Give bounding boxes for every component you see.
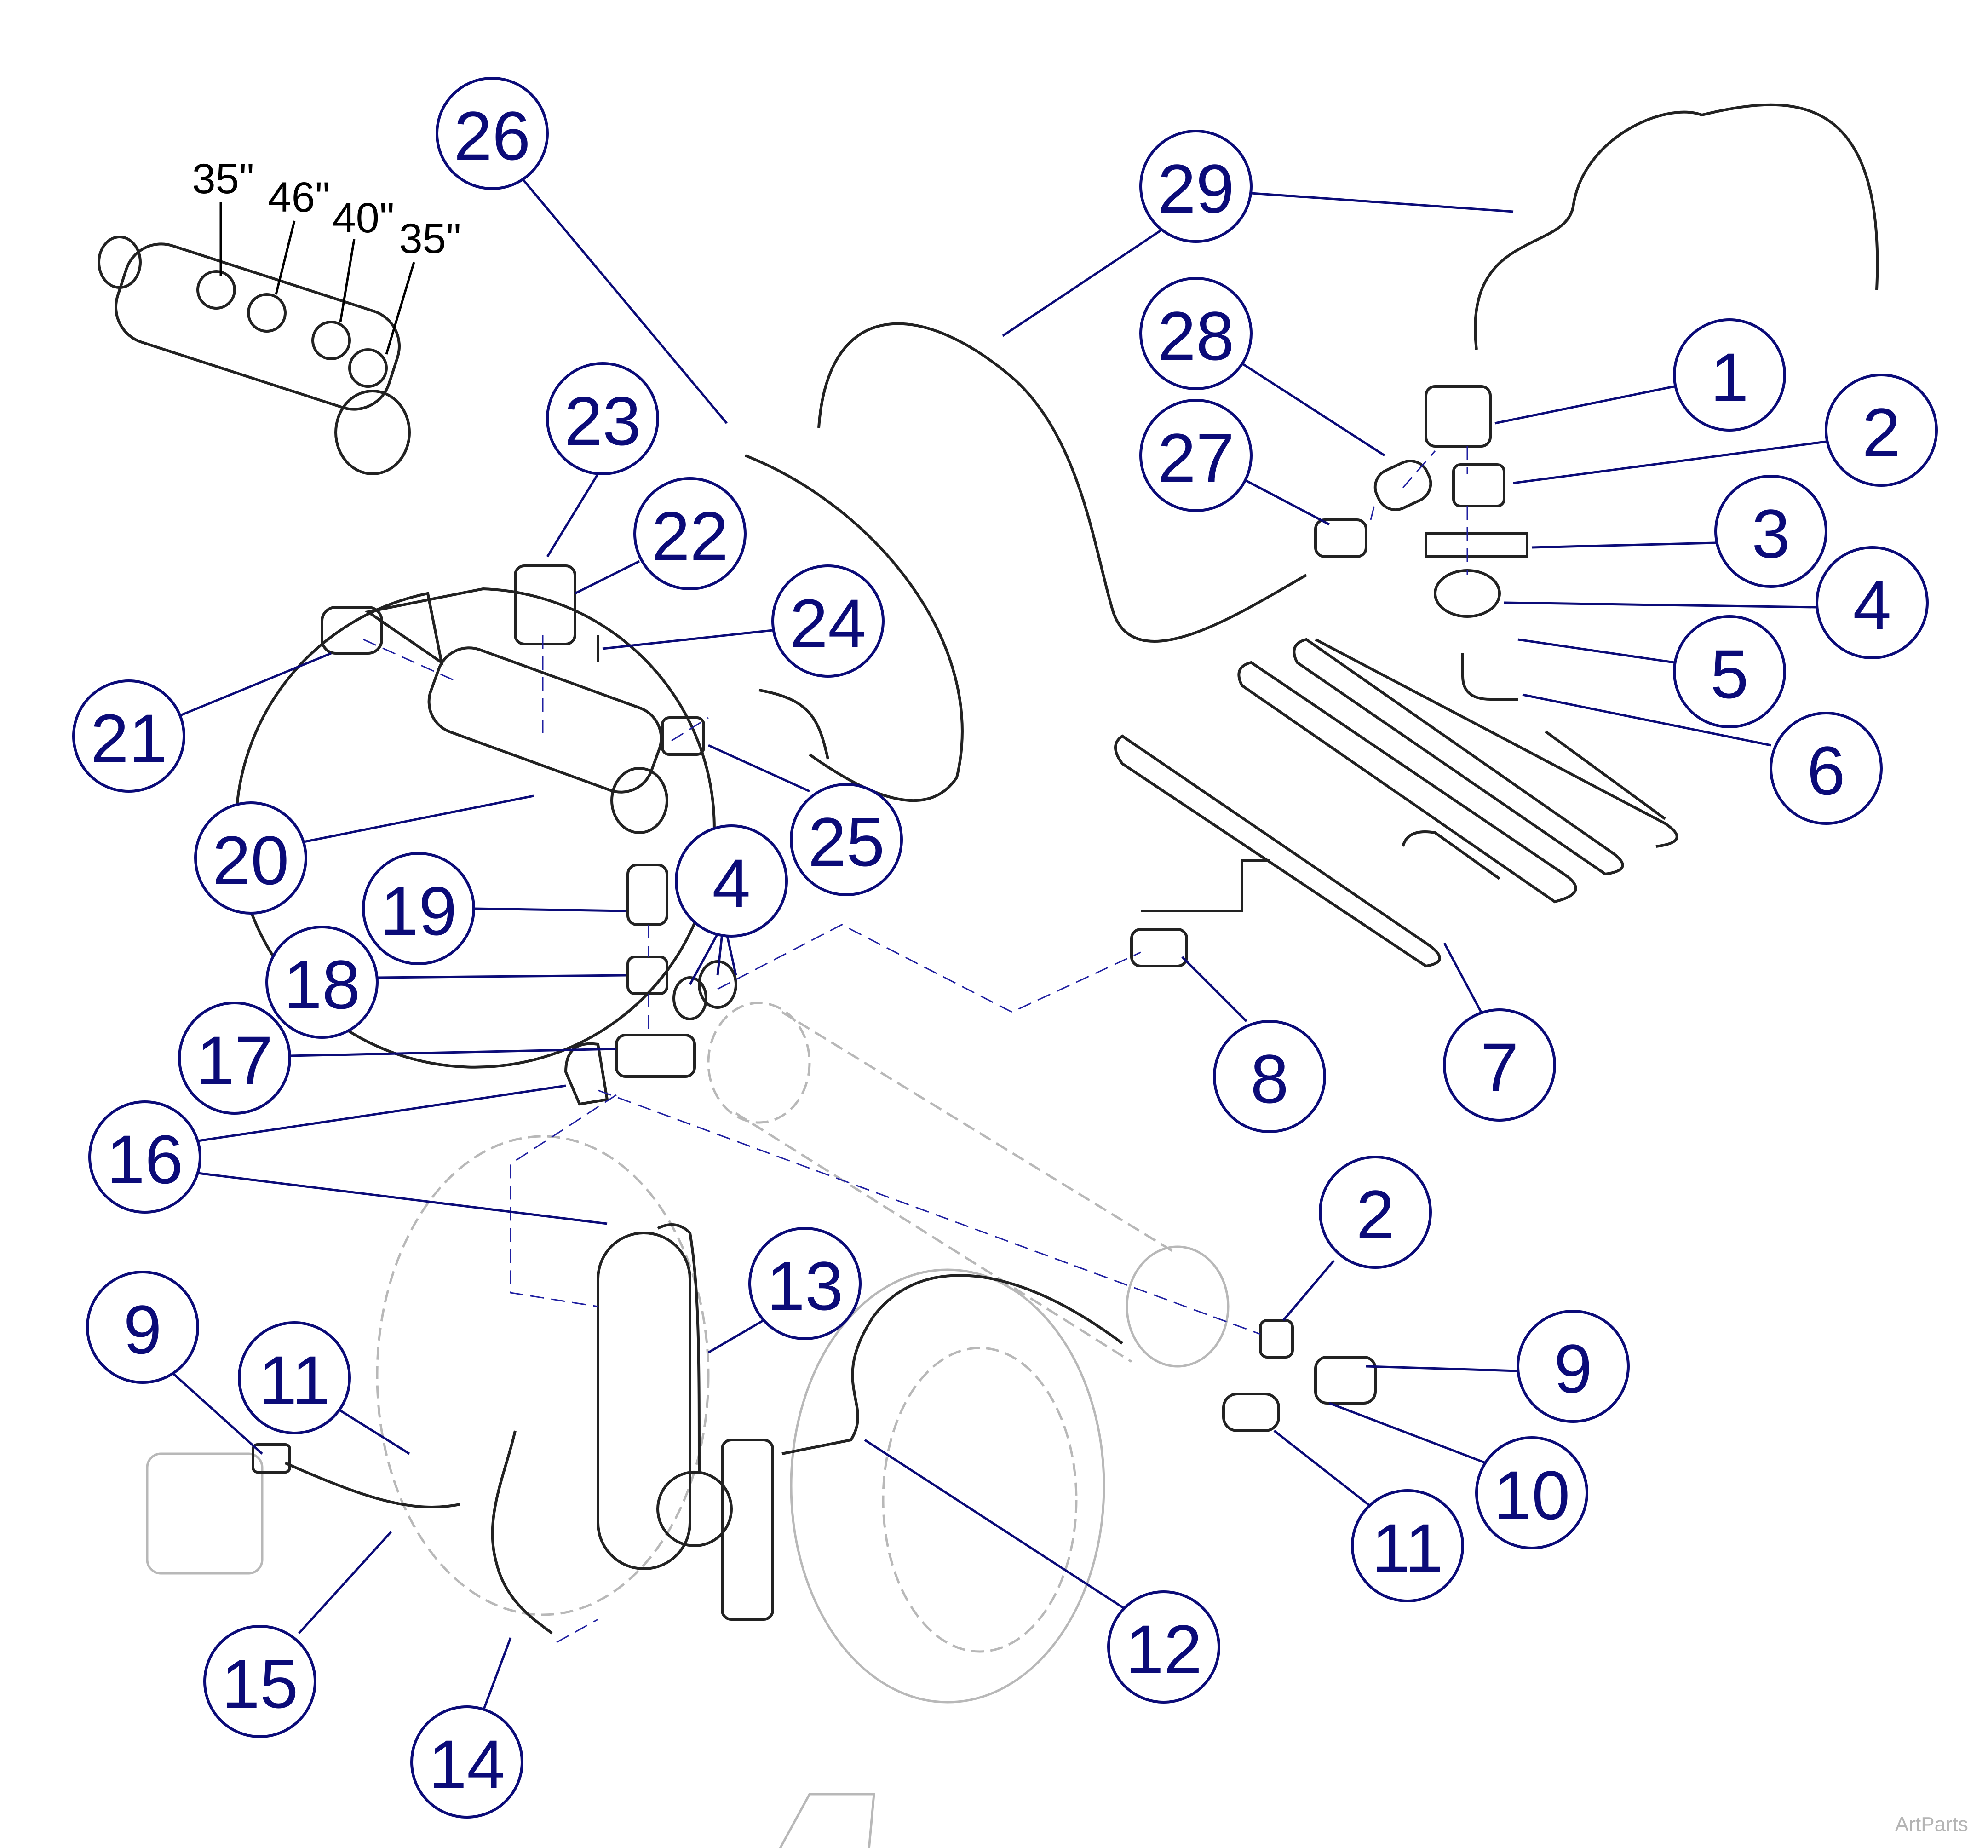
callout-9-left-number: 9 (123, 1291, 161, 1368)
callout-3-number: 3 (1752, 495, 1790, 572)
callout-24: 24 (602, 564, 885, 678)
callout-12: 12 (864, 1439, 1220, 1704)
callout-2-top: 2 (1513, 374, 1938, 487)
callout-17-number: 17 (196, 1022, 273, 1099)
callout-18: 18 (265, 926, 626, 1039)
callout-27: 27 (1139, 399, 1330, 526)
callout-25: 25 (707, 744, 903, 896)
watermark: ArtParts (1895, 1813, 1968, 1836)
callout-2-bottom: 2 (1282, 1156, 1432, 1321)
callout-23-number: 23 (564, 382, 641, 460)
callout-6: 6 (1522, 693, 1883, 825)
callout-6-number: 6 (1807, 732, 1845, 809)
callout-5: 5 (1517, 615, 1786, 728)
callout-19-number: 19 (380, 872, 457, 950)
callout-27-number: 27 (1158, 419, 1235, 496)
callout-24-number: 24 (790, 585, 867, 662)
callout-9-left: 9 (86, 1271, 263, 1455)
callout-26: 26 (436, 77, 728, 424)
callout-13-number: 13 (767, 1247, 844, 1324)
inset-magnifier: 35" 46" 40" 35" (98, 155, 716, 1069)
callout-28-number: 28 (1158, 297, 1235, 374)
callout-7: 7 (1443, 942, 1556, 1122)
inset-manifold (98, 236, 411, 475)
callout-5-number: 5 (1710, 635, 1748, 713)
callout-29-number: 29 (1158, 150, 1235, 227)
callout-4-top-number: 4 (1853, 566, 1891, 644)
callout-21: 21 (72, 652, 332, 793)
callout-7-number: 7 (1480, 1029, 1518, 1106)
callout-16: 16 (88, 1084, 608, 1225)
inset-length-2: 46" (268, 174, 330, 221)
callout-19: 19 (362, 852, 626, 965)
callout-11-right: 11 (1273, 1430, 1464, 1602)
callout-11-left-number: 11 (259, 1341, 330, 1419)
callout-22-number: 22 (652, 497, 729, 575)
callout-10: 10 (1329, 1402, 1588, 1549)
callout-13: 13 (707, 1227, 862, 1354)
callout-16-number: 16 (107, 1121, 184, 1198)
callout-20-number: 20 (213, 822, 289, 899)
callout-14: 14 (410, 1637, 523, 1819)
callout-2-bottom-number: 2 (1356, 1176, 1394, 1253)
callout-9-right-number: 9 (1554, 1330, 1592, 1407)
callout-29: 29 (1002, 130, 1514, 337)
callout-15: 15 (203, 1531, 392, 1738)
callout-17: 17 (178, 1002, 617, 1115)
callout-1: 1 (1494, 318, 1786, 432)
inset-length-4: 35" (399, 215, 461, 262)
callout-25-number: 25 (808, 803, 885, 881)
callout-11-right-number: 11 (1372, 1509, 1443, 1587)
callout-21-number: 21 (91, 700, 167, 777)
callout-11-left: 11 (238, 1321, 410, 1455)
callout-15-number: 15 (222, 1645, 299, 1722)
callout-28: 28 (1139, 277, 1385, 457)
callout-23: 23 (546, 362, 659, 558)
callout-22: 22 (574, 477, 747, 595)
callout-26-number: 26 (454, 97, 531, 174)
callout-8: 8 (1181, 956, 1326, 1133)
callout-14-number: 14 (429, 1726, 506, 1803)
line-art-parts (252, 103, 1879, 1635)
callout-4-middle-number: 4 (712, 845, 750, 922)
callout-18-number: 18 (284, 946, 361, 1023)
callout-10-number: 10 (1494, 1457, 1570, 1534)
callout-12-number: 12 (1126, 1611, 1202, 1688)
assembly-lines (363, 446, 1468, 1643)
callout-4-middle: 4 (675, 824, 788, 985)
callout-9-right: 9 (1366, 1310, 1630, 1423)
ghost-compressor-assembly (146, 1002, 1230, 1848)
callout-1-number: 1 (1710, 339, 1748, 416)
callout-20: 20 (194, 794, 534, 915)
inset-length-1: 35" (192, 155, 254, 202)
callout-2-top-number: 2 (1862, 394, 1900, 471)
callout-8-number: 8 (1250, 1040, 1288, 1117)
callout-3: 3 (1531, 475, 1827, 588)
callout-4-top: 4 (1504, 546, 1929, 659)
inset-length-3: 40" (333, 195, 395, 242)
